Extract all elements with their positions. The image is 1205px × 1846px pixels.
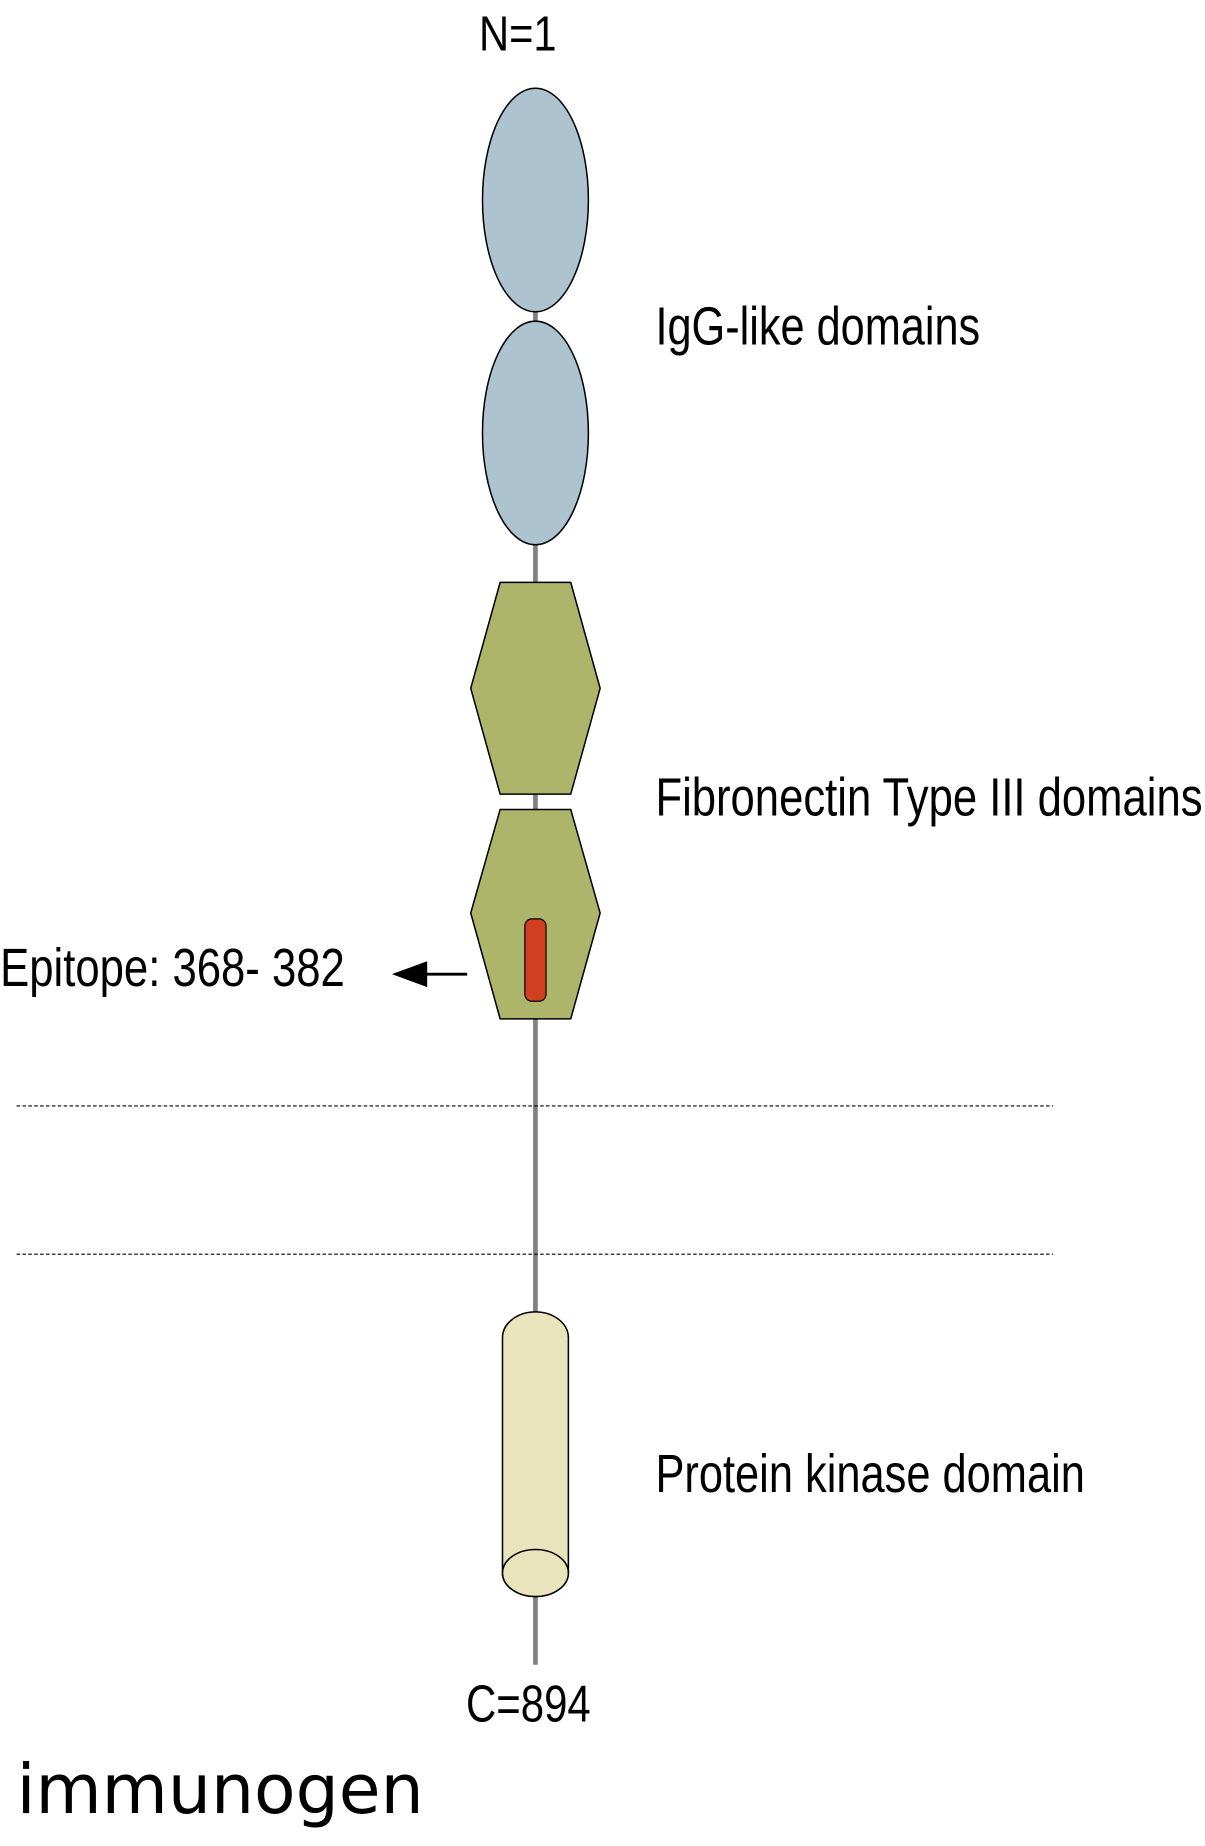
immunogen-caption: immunogen <box>17 1751 424 1830</box>
fibronectin-domains-label: Fibronectin Type III domains <box>655 767 1202 827</box>
epitope-marker <box>524 918 547 1002</box>
epitope-label: Epitope: 368- 382 <box>0 938 345 998</box>
kinase-domain-cylinder <box>501 1311 570 1598</box>
kinase-domain-label: Protein kinase domain <box>655 1444 1084 1504</box>
fibronectin-domain-1 <box>469 581 601 795</box>
igg-domains-label: IgG-like domains <box>655 297 980 357</box>
n-terminus-label: N=1 <box>479 7 557 62</box>
fibronectin-domain-2 <box>469 808 601 1020</box>
epitope-arrow-icon <box>391 961 468 988</box>
igg-domain-2 <box>481 320 590 546</box>
c-terminus-label: C=894 <box>466 1674 591 1732</box>
igg-domain-1 <box>481 87 590 313</box>
